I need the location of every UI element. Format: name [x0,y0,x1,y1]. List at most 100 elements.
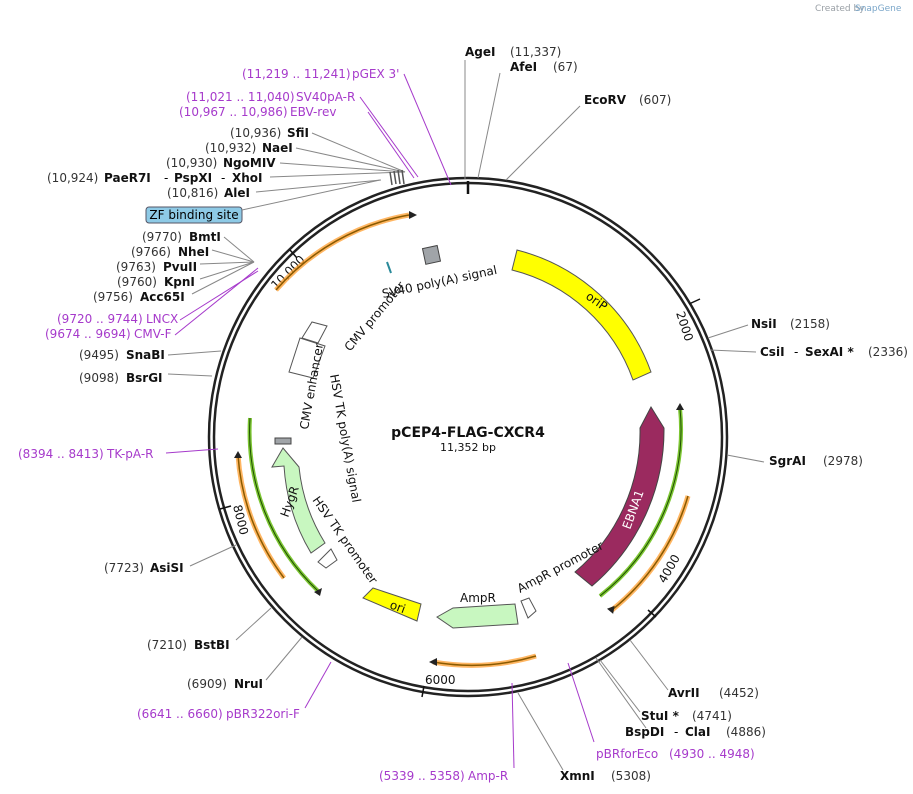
site-bspdi-coord: (4886) [726,725,766,739]
tick-marks [219,181,701,698]
site-xmni-name: XmnI [560,769,595,783]
site-agei-coord: (11,337) [510,45,561,59]
ori-feature [362,587,422,622]
cmv-enhancer-arrow [288,337,326,379]
tick-8000-mark [219,505,232,510]
site-kpni-coord: (9760) [117,275,157,289]
site-xhoi-name: XhoI [232,171,263,185]
plasmid-name: pCEP4-FLAG-CXCR4 [391,425,545,441]
primer-lncx-name: LNCX [146,312,178,326]
site-nrui-coord: (6909) [187,677,227,691]
site-marker-bundle [389,169,405,186]
site-bsrgi-coord: (9098) [79,371,119,385]
site-acc65i-name: Acc65I [140,290,185,304]
site-stui-name: StuI * [641,709,680,723]
site-nhei-name: NheI [178,245,209,259]
site-csii-name: CsiI [760,345,785,359]
arc-arrow-bottom [429,658,437,666]
primer-arc-top [274,212,410,292]
site-bmti-coord: (9770) [142,230,182,244]
ampr-label: AmpR [460,591,496,605]
primer-pgex3-name: pGEX 3' [352,67,399,81]
site-naei-name: NaeI [262,141,293,155]
site-clai-name: ClaI [685,725,710,739]
site-naei-coord: (10,932) [205,141,256,155]
primer-leaders [165,73,595,769]
site-sfii-name: SfiI [287,126,309,140]
site-bstbi-name: BstBI [194,638,230,652]
orip-feature [511,249,652,381]
site-afei-name: AfeI [510,60,537,74]
site-sfii-coord: (10,936) [230,126,281,140]
primer-ampr-name: Amp-R [468,769,508,783]
tick-10000-mark [289,249,298,259]
created-by-text: Created by [815,4,865,14]
plasmid-size: 11,352 bp [440,441,496,454]
arc-arrow-green-right [676,403,684,410]
primer-ampr-coord: (5339 .. 5358) [379,769,465,783]
tick-2000-mark [688,298,701,305]
site-pspxi-name: PspXI [174,171,212,185]
site-bspdi-dash: - [674,725,678,739]
primer-pbrfor-coord: (4930 .. 4948) [669,747,755,761]
site-avrii-name: AvrII [668,686,700,700]
site-nrui-name: NruI [234,677,263,691]
primer-sv40par-coord: (11,021 .. 11,040) [186,90,295,104]
sv40-teal-marker [386,261,392,274]
primer-sv40par-name: SV40pA-R [296,90,355,104]
backbone-outer [207,176,729,698]
site-ngomiv-coord: (10,930) [166,156,217,170]
site-csii-coord: (2336) [868,345,908,359]
hygr-feature [271,447,326,554]
primer-arc-left-core [237,454,285,579]
arc-arrow-green-left [314,588,322,596]
site-paer7i-dash1: - [164,171,168,185]
site-bspdi-name: BspDI [625,725,664,739]
ori-label: ori [388,598,407,616]
site-stui-coord: (4741) [692,709,732,723]
site-pvuii-name: PvuII [163,260,197,274]
site-leaders [167,60,765,771]
primer-tkpar-name: TK-pA-R [106,447,154,461]
ampr-feature [436,603,519,629]
site-pvuii-coord: (9763) [116,260,156,274]
primer-pbrfor-name: pBRforEco [596,747,658,761]
site-ecorv-name: EcoRV [584,93,627,107]
tick-label-2000: 2000 [673,310,696,343]
site-acc65i-coord: (9756) [93,290,133,304]
site-alei-name: AleI [224,186,250,200]
zf-binding-site-box [145,206,243,224]
sv40-polya-feature [421,244,442,265]
site-asisi-coord: (7723) [104,561,144,575]
site-ecorv-coord: (607) [639,93,671,107]
site-csii-dash: - [794,345,798,359]
hsv-tk-polya-feature [274,437,292,445]
site-paer7i-coord: (10,924) [47,171,98,185]
primer-arc-bottom-core [432,655,537,666]
site-asisi-name: AsiSI [150,561,184,575]
primer-lncx-coord: (9720 .. 9744) [57,312,143,326]
primer-arc-right-core [611,495,689,611]
primer-ebvrev-name: EBV-rev [290,105,336,119]
site-agei-name: AgeI [465,45,495,59]
green-arc-right-core [599,407,682,597]
hsv-tk-polya-label: HSV TK poly(A) signal [327,373,363,503]
site-sgrai-name: SgrAI [769,454,806,468]
zf-leader [241,179,381,211]
tick-6000-mark [421,685,425,698]
tick-label-6000: 6000 [425,673,456,687]
arc-arrow-top [409,211,417,219]
primer-cmvf-name: CMV-F [134,327,172,341]
primer-pbr322-name: pBR322ori-F [226,707,300,721]
primer-arc-top-core [275,214,410,291]
site-ngomiv-name: NgoMIV [223,156,276,170]
arc-arrow-left [234,451,242,458]
site-kpni-name: KpnI [164,275,195,289]
site-bstbi-coord: (7210) [147,638,187,652]
site-bsrgi-name: BsrGI [126,371,163,385]
primer-ebvrev-coord: (10,967 .. 10,986) [179,105,288,119]
site-xmni-coord: (5308) [611,769,651,783]
arc-arrow-right [607,605,615,614]
site-avrii-coord: (4452) [719,686,759,700]
